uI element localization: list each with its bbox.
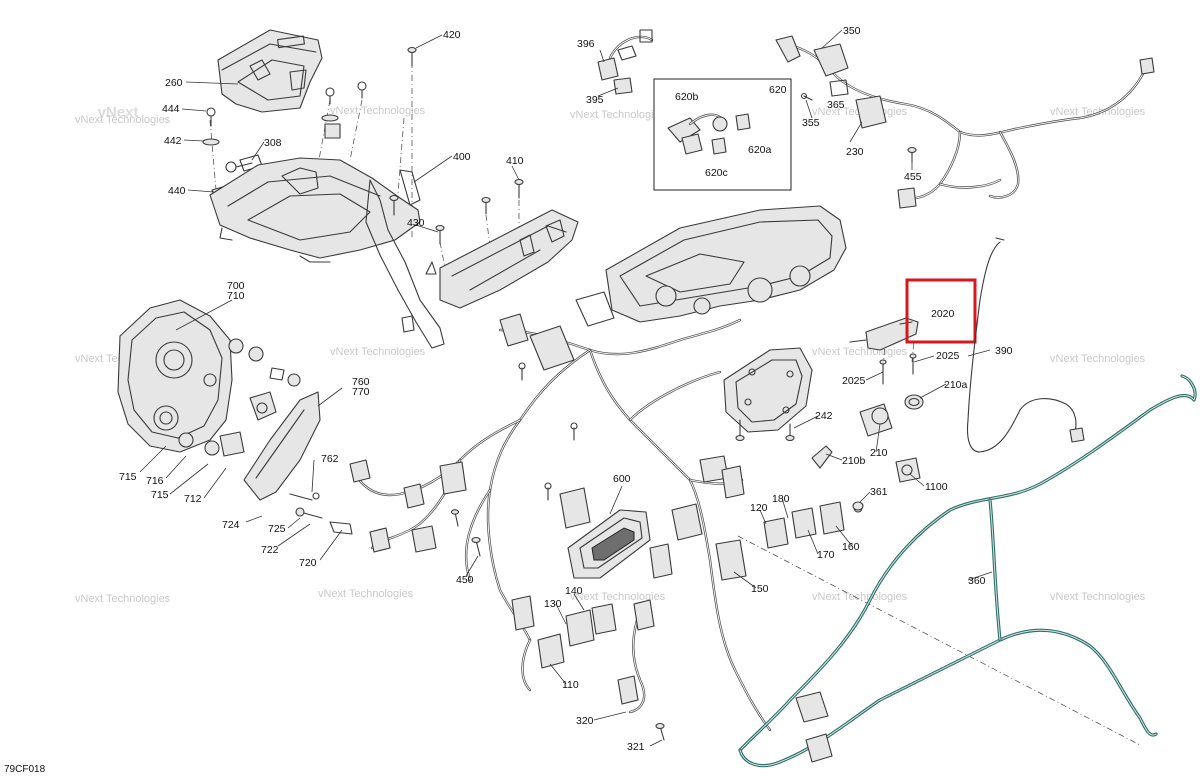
part-label: 130 xyxy=(544,598,562,610)
part-label: 140 xyxy=(565,585,583,597)
watermark: vNext Technologies xyxy=(75,114,171,126)
watermark: vNext Technologies xyxy=(570,591,666,603)
part-label: 120 xyxy=(750,502,768,514)
part-label: 762 xyxy=(321,453,339,465)
connectors-110-180 xyxy=(537,501,863,669)
part-label: 1100 xyxy=(925,481,948,493)
part-label: 400 xyxy=(453,151,471,163)
cover-260 xyxy=(217,29,323,113)
part-label: 321 xyxy=(627,741,645,753)
connectors-396-395 xyxy=(597,29,654,95)
part-label: 715 xyxy=(151,489,169,501)
watermark: vNext Technologies xyxy=(812,346,908,358)
watermark: vNext Technologies xyxy=(330,346,426,358)
fasteners-400 xyxy=(389,46,524,275)
part-label: 716 xyxy=(146,475,164,487)
headlight-bar xyxy=(575,205,847,327)
cable-360 xyxy=(738,374,1197,768)
part-label: 210a xyxy=(944,379,968,391)
part-label: 410 xyxy=(506,155,524,167)
part-label: 770 xyxy=(352,386,370,398)
part-label: 444 xyxy=(162,103,180,115)
part-label: 440 xyxy=(168,185,186,197)
watermark: vNext Technologies xyxy=(330,105,426,117)
part-label: 160 xyxy=(842,541,860,553)
harness-350 xyxy=(775,35,1155,209)
part-label: 150 xyxy=(751,583,769,595)
watermark: vNext Technologies xyxy=(1050,353,1146,365)
part-label: 620 xyxy=(769,84,787,96)
highlight-box-2020 xyxy=(905,278,977,344)
part-label: 600 xyxy=(613,473,631,485)
part-label: 420 xyxy=(443,29,461,41)
part-label: 361 xyxy=(870,486,888,498)
part-label: 308 xyxy=(264,137,282,149)
part-label: 210b xyxy=(842,455,866,467)
part-label: 700 xyxy=(227,280,245,292)
part-label: 620c xyxy=(705,167,728,179)
part-labels: 260 444 442 308 440 420 400 410 430 396 … xyxy=(119,25,1013,753)
module-2025 xyxy=(723,347,917,442)
fasteners-top-left xyxy=(202,81,367,201)
headlight-760 xyxy=(243,373,353,535)
part-label: 2025 xyxy=(842,375,866,387)
part-label: 355 xyxy=(802,117,820,129)
watermark: vNext Technologies xyxy=(1050,106,1146,118)
part-label: 724 xyxy=(222,519,240,531)
part-label: 396 xyxy=(577,38,595,50)
watermarks: vNext vNext Technologies vNext Technolog… xyxy=(75,104,1146,605)
part-label: 715 xyxy=(119,471,137,483)
watermark: vNext xyxy=(98,104,139,121)
part-label: 320 xyxy=(576,715,594,727)
watermark: vNext Technologies xyxy=(812,591,908,603)
part-label: 180 xyxy=(772,493,790,505)
panel-410 xyxy=(439,209,579,309)
part-label: 720 xyxy=(299,557,317,569)
watermark: vNext Technologies xyxy=(570,109,666,121)
part-label: 450 xyxy=(456,574,474,586)
part-label: 360 xyxy=(968,575,986,587)
part-label: 170 xyxy=(817,549,835,561)
part-label: 620a xyxy=(748,144,772,156)
part-label: 260 xyxy=(165,77,183,89)
part-label: 365 xyxy=(827,99,845,111)
part-label: 710 xyxy=(227,290,245,302)
inset-box-620 xyxy=(653,78,792,191)
bracket-400 xyxy=(209,157,445,349)
part-label: 395 xyxy=(586,94,604,106)
part-label: 350 xyxy=(843,25,861,37)
part-label: 712 xyxy=(184,493,202,505)
part-label: 110 xyxy=(562,679,579,691)
main-harness xyxy=(349,313,772,732)
part-label: 620b xyxy=(675,91,699,103)
part-label: 390 xyxy=(995,345,1013,357)
watermark: vNext Technologies xyxy=(75,593,171,605)
part-label: 2025 xyxy=(936,350,960,362)
part-label: 430 xyxy=(407,217,425,229)
watermark: vNext Technologies xyxy=(1050,591,1146,603)
watermark: vNext Technologies xyxy=(318,588,414,600)
part-label: 455 xyxy=(904,171,922,183)
part-label: 725 xyxy=(268,523,286,535)
leader-lines xyxy=(139,29,993,747)
fasteners-lower xyxy=(450,362,665,741)
part-label: 442 xyxy=(164,135,182,147)
diagram-code: 79CF018 xyxy=(4,764,46,775)
part-label: 230 xyxy=(846,146,864,158)
part-label: 722 xyxy=(261,544,279,556)
ignition-210 xyxy=(811,394,924,511)
part-label: 760 xyxy=(352,376,370,388)
part-label: 210 xyxy=(870,447,888,459)
part-label: 2020 xyxy=(931,308,955,320)
headlight-700 xyxy=(117,299,285,457)
cable-390 xyxy=(966,237,1085,453)
display-600 xyxy=(567,509,651,579)
part-label: 242 xyxy=(815,410,833,422)
